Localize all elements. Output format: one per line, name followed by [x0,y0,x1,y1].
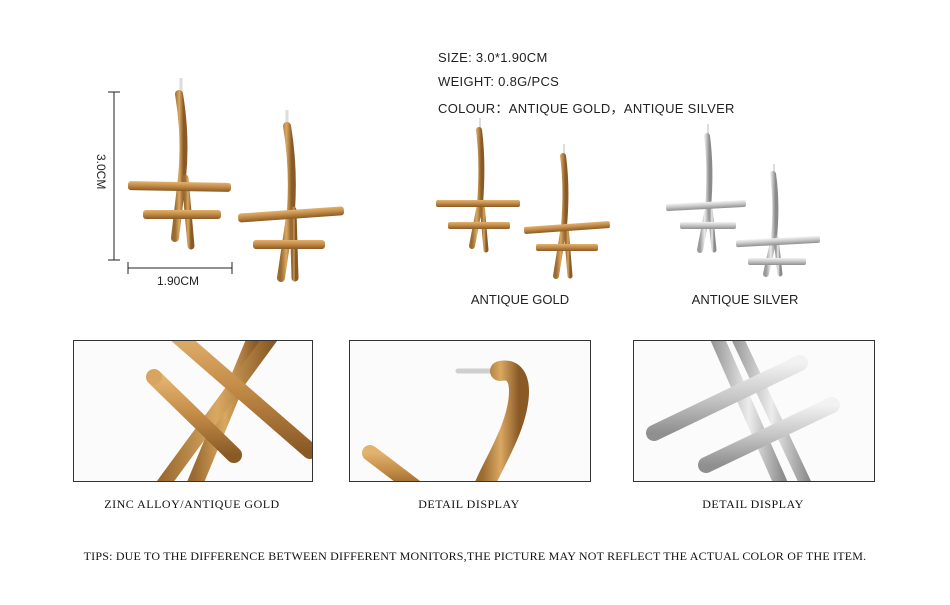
weight-spec: WEIGHT: 0.8G/PCS [438,74,560,89]
detail-image-gold [73,340,313,482]
variant-gold-image [432,118,612,283]
colour-spec: COLOUR：ANTIQUE GOLD，ANTIQUE SILVER [438,101,735,116]
earring-gold-large-left [125,78,240,278]
variant-silver-label: ANTIQUE SILVER [691,292,799,307]
dimension-diagram [90,78,250,288]
detail-image-silver [633,340,875,482]
height-label: 3.0CM [94,154,108,190]
detail-image-hook [349,340,591,482]
detail-caption-1: ZINC ALLOY/ANTIQUE GOLD [104,497,280,511]
size-spec: SIZE: 3.0*1.90CM [438,50,548,65]
earring-gold-large-right [235,110,350,290]
tips-text: TIPS: DUE TO THE DIFFERENCE BETWEEN DIFF… [83,549,867,563]
variant-gold-label: ANTIQUE GOLD [470,292,570,307]
width-label: 1.90CM [157,274,200,288]
detail-caption-2: DETAIL DISPLAY [418,497,520,511]
detail-caption-3: DETAIL DISPLAY [702,497,804,511]
dimension-lines [108,91,233,274]
variant-silver-image [662,124,827,284]
